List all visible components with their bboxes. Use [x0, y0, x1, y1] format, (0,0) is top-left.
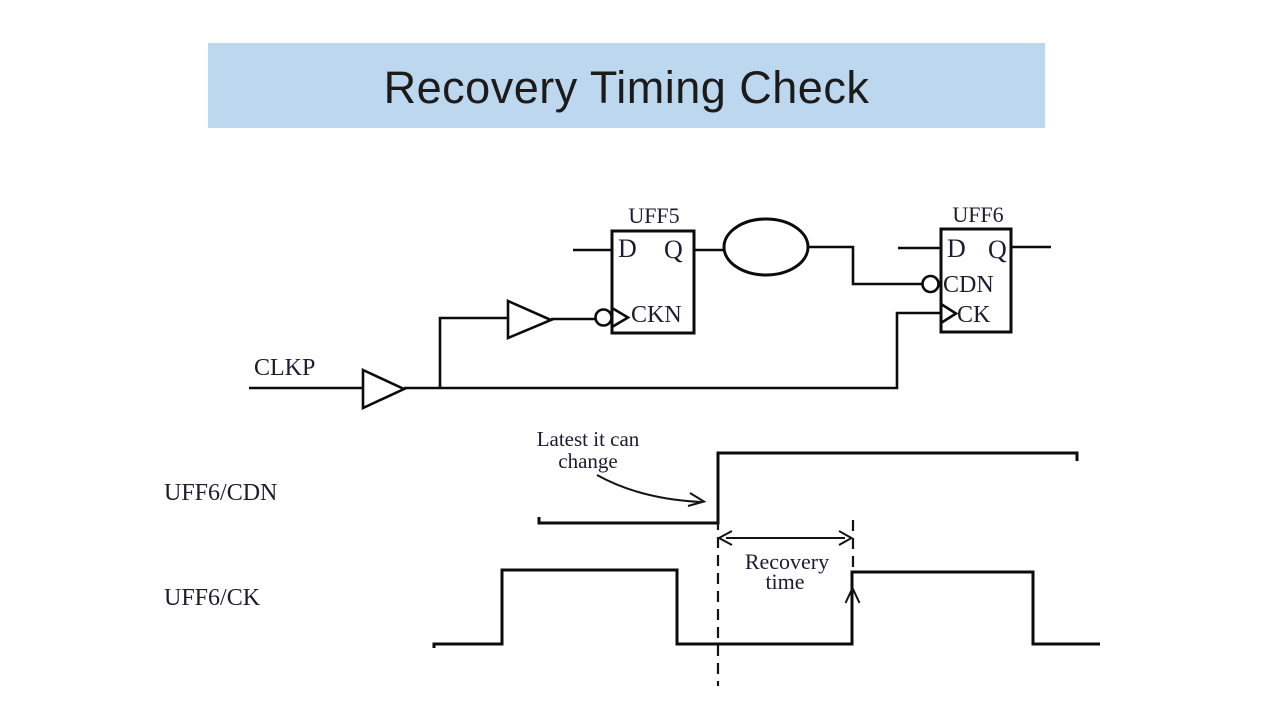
uff5-ckn-label: CKN — [631, 302, 682, 328]
recovery-left-arrowhead-icon — [716, 530, 733, 546]
uff5-clock-buffer-icon — [506, 299, 555, 340]
latest-change-arrow — [596, 474, 702, 503]
title-bar: Recovery Timing Check — [208, 43, 1045, 128]
uff5-q-label: Q — [664, 235, 683, 264]
ck-waveform — [432, 568, 1100, 648]
uff6-ck-label: CK — [957, 302, 991, 328]
clock-buffer-icon — [361, 367, 408, 411]
uff5-clock-edge-icon — [611, 306, 631, 329]
circuit-schematic: CLKP UFF5 D Q CKN UFF6 D Q CDN CK — [249, 202, 1051, 411]
logic-cloud-ellipse — [722, 217, 810, 277]
uff6-cdn-label: CDN — [943, 272, 994, 298]
clock-branch-wire — [438, 316, 508, 388]
latest-change-arrowhead-icon — [687, 492, 707, 507]
uff5-name-label: UFF5 — [628, 203, 679, 228]
uff6-box — [939, 227, 1013, 334]
recovery-right-arrowhead-icon — [838, 530, 854, 546]
timing-diagram: UFF6/CDN UFF6/CK Latest it can change Re… — [164, 427, 1100, 686]
uff6-clock-edge-icon — [940, 302, 959, 325]
uff6-name-label: UFF6 — [952, 202, 1003, 227]
page-title: Recovery Timing Check — [383, 61, 870, 113]
uff5-ckn-inversion-bubble-icon — [594, 308, 613, 327]
clock-net-wire — [404, 311, 941, 390]
ck-signal-label: UFF6/CK — [164, 585, 261, 611]
cloud-to-cdn-wire — [808, 245, 922, 286]
latest-change-label-line2: change — [558, 449, 617, 473]
uff6-q-label: Q — [988, 235, 1007, 264]
recovery-label-line1: Recovery — [745, 549, 829, 574]
recovery-label-line2: time — [765, 569, 804, 594]
latest-change-label-line1: Latest it can — [537, 427, 640, 451]
active-edge-arrowhead-icon — [844, 585, 861, 604]
cdn-signal-label: UFF6/CDN — [164, 480, 277, 506]
uff6-cdn-inversion-bubble-icon — [921, 274, 940, 294]
uff6-d-label: D — [947, 234, 966, 263]
clkp-label: CLKP — [254, 355, 315, 381]
uff5-d-label: D — [618, 234, 637, 263]
cdn-waveform — [537, 451, 1079, 525]
